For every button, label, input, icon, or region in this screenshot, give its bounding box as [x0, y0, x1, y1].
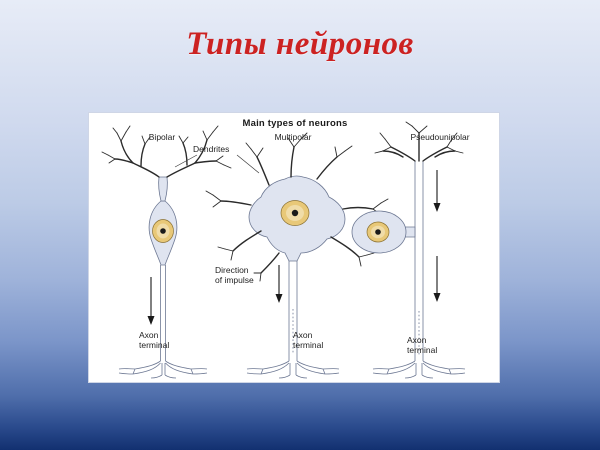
column-label-pseudounipolar: Pseudounipolar [410, 132, 470, 142]
annotation-dendrites: Dendrites [193, 144, 230, 154]
bipolar-dendrites-left [101, 125, 160, 178]
neuron-illustrations [101, 121, 466, 379]
bipolar-proximal-dendrite [158, 176, 168, 202]
pseudounipolar-nucleolus [375, 229, 381, 235]
pseudounipolar-dendrites [374, 121, 464, 162]
annotation-axon-terminal-multipolar: Axon terminal [293, 330, 324, 350]
multipolar-axon-terminal [246, 360, 340, 379]
bipolar-dendrites-right [166, 125, 232, 178]
neuron-diagram-panel: Main types of neurons Bipolar Multipolar… [88, 112, 500, 383]
annotation-axon-terminal-pseudounipolar: Axon terminal [407, 335, 438, 355]
column-label-bipolar: Bipolar [148, 132, 176, 142]
bipolar-axon-terminal [118, 360, 208, 379]
pseudounipolar-impulse-arrow-lower [433, 256, 441, 302]
multipolar-nucleolus [291, 209, 299, 217]
dendrites-leader-lines [174, 154, 260, 174]
pseudounipolar-impulse-arrow-upper [433, 170, 441, 212]
bipolar-impulse-arrow [147, 277, 155, 325]
bipolar-neuron [101, 125, 232, 379]
pseudounipolar-neuron [351, 121, 466, 379]
diagram-heading: Main types of neurons [242, 118, 348, 129]
column-label-multipolar: Multipolar [274, 132, 312, 142]
pseudounipolar-axon-terminal [372, 360, 466, 379]
annotation-axon-terminal-bipolar: Axon terminal [139, 330, 170, 350]
multipolar-impulse-arrow [275, 265, 283, 303]
multipolar-dendrites [205, 132, 389, 282]
annotation-direction-of-impulse: Direction of impulse [215, 265, 254, 285]
bipolar-nucleolus [160, 228, 166, 234]
page-title: Типы нейронов [186, 26, 414, 62]
multipolar-neuron [205, 132, 389, 379]
